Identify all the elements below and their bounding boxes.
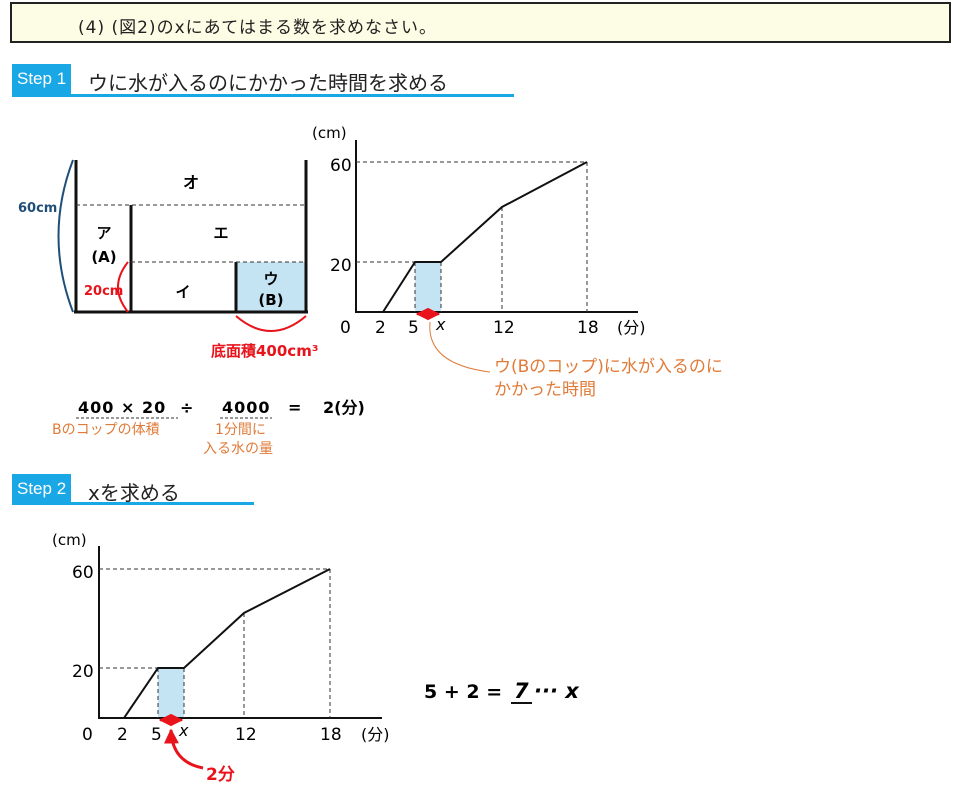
mid-brace xyxy=(117,261,129,313)
calc2: 5 + 2 = 7 ··· x xyxy=(424,679,580,704)
graph1-series-line xyxy=(382,161,588,313)
graph1-callout-line xyxy=(429,321,491,373)
label-o: オ xyxy=(183,173,199,192)
step1-underline xyxy=(12,94,514,97)
area-brace xyxy=(235,315,307,332)
graph2-xtick-x: x xyxy=(178,721,189,740)
calc1-label-right-2: 入る水の量 xyxy=(203,441,273,457)
graph2-xtick-0: 0 xyxy=(82,725,93,745)
label-i: イ xyxy=(175,283,190,301)
calc1-numerator: 400 × 20 xyxy=(78,398,166,417)
graph2-curved-arrow xyxy=(163,728,204,770)
step1-badge: Step 1 xyxy=(12,64,72,94)
calc2-expr: 5 + 2 = xyxy=(424,681,502,703)
calc2-answer: 7 xyxy=(514,679,529,703)
graph2-unit-y: (cm) xyxy=(52,531,87,549)
graph1-xtick-2: 2 xyxy=(375,318,386,338)
graph1-ytick-20: 20 xyxy=(330,256,352,276)
calc1-equals: = xyxy=(288,398,301,417)
graph2-xtick-5: 5 xyxy=(151,725,162,745)
graph2-xtick-2: 2 xyxy=(117,725,128,745)
calc1: 400 × 20 ÷ 4000 = 2(分) Bのコップの体積 1分間に 入る水… xyxy=(52,398,365,457)
graph2: (cm) 60 20 0 2 5 x 12 18 (分) 2分 xyxy=(52,531,390,785)
graph2-xtick-12: 12 xyxy=(235,725,257,745)
graph1-xtick-5: 5 xyxy=(408,318,419,338)
calc1-label-right-1: 1分間に xyxy=(215,422,266,438)
graph2-series-line xyxy=(123,568,331,719)
question-box: (4) (図2)のxにあてはまる数を求めなさい。 xyxy=(10,2,951,43)
graph1-annotation-2: かかった時間 xyxy=(494,380,596,400)
cup-b-fill xyxy=(236,262,306,312)
step2-underline xyxy=(12,502,254,505)
question-text: (4) (図2)のxにあてはまる数を求めなさい。 xyxy=(78,18,437,38)
graph1: (cm) 60 20 0 2 5 x 12 18 (分) ウ(Bのコップ)に水が… xyxy=(312,124,723,400)
label-u: ウ xyxy=(263,270,278,288)
label-a: ア xyxy=(96,224,111,242)
graph1-xtick-12: 12 xyxy=(493,318,515,338)
calc1-result: 2(分) xyxy=(323,398,365,417)
graph1-ytick-60: 60 xyxy=(330,156,352,176)
calc2-tail: ··· x xyxy=(534,679,580,703)
graph1-xtick-0: 0 xyxy=(340,318,351,338)
step2-title: xを求める xyxy=(88,481,180,505)
mid-label: 20cm xyxy=(84,284,123,299)
graph2-shade xyxy=(158,668,184,718)
graph1-xtick-18: 18 xyxy=(577,318,599,338)
graph1-annotation-1: ウ(Bのコップ)に水が入るのに xyxy=(494,357,723,377)
graph2-arrow-label: 2分 xyxy=(206,765,235,785)
area-label: 底面積400cm³ xyxy=(211,342,318,360)
step2-badge: Step 2 xyxy=(12,474,72,504)
step1-title: ウに水が入るのにかかった時間を求める xyxy=(88,71,448,95)
label-e: エ xyxy=(213,224,228,242)
graph2-ytick-60: 60 xyxy=(72,563,94,583)
label-a-sub: (A) xyxy=(91,248,116,266)
height-label: 60cm xyxy=(18,201,57,216)
graph1-unit-x: (分) xyxy=(617,318,646,337)
calc1-divide: ÷ xyxy=(180,398,193,417)
graph2-ytick-20: 20 xyxy=(72,662,94,682)
graph2-xtick-18: 18 xyxy=(320,725,342,745)
graph1-unit-y: (cm) xyxy=(312,124,347,142)
calc1-label-left: Bのコップの体積 xyxy=(52,422,160,438)
calc1-divisor: 4000 xyxy=(222,398,271,417)
label-u-sub: (B) xyxy=(258,291,283,309)
graph1-shade xyxy=(415,262,441,312)
tank-diagram: オ ア (A) エ イ ウ (B) 60cm 20cm 底面積400cm³ xyxy=(18,159,318,360)
graph1-xtick-x: x xyxy=(435,315,446,334)
height-brace xyxy=(57,159,74,313)
graph2-unit-x: (分) xyxy=(361,725,390,744)
